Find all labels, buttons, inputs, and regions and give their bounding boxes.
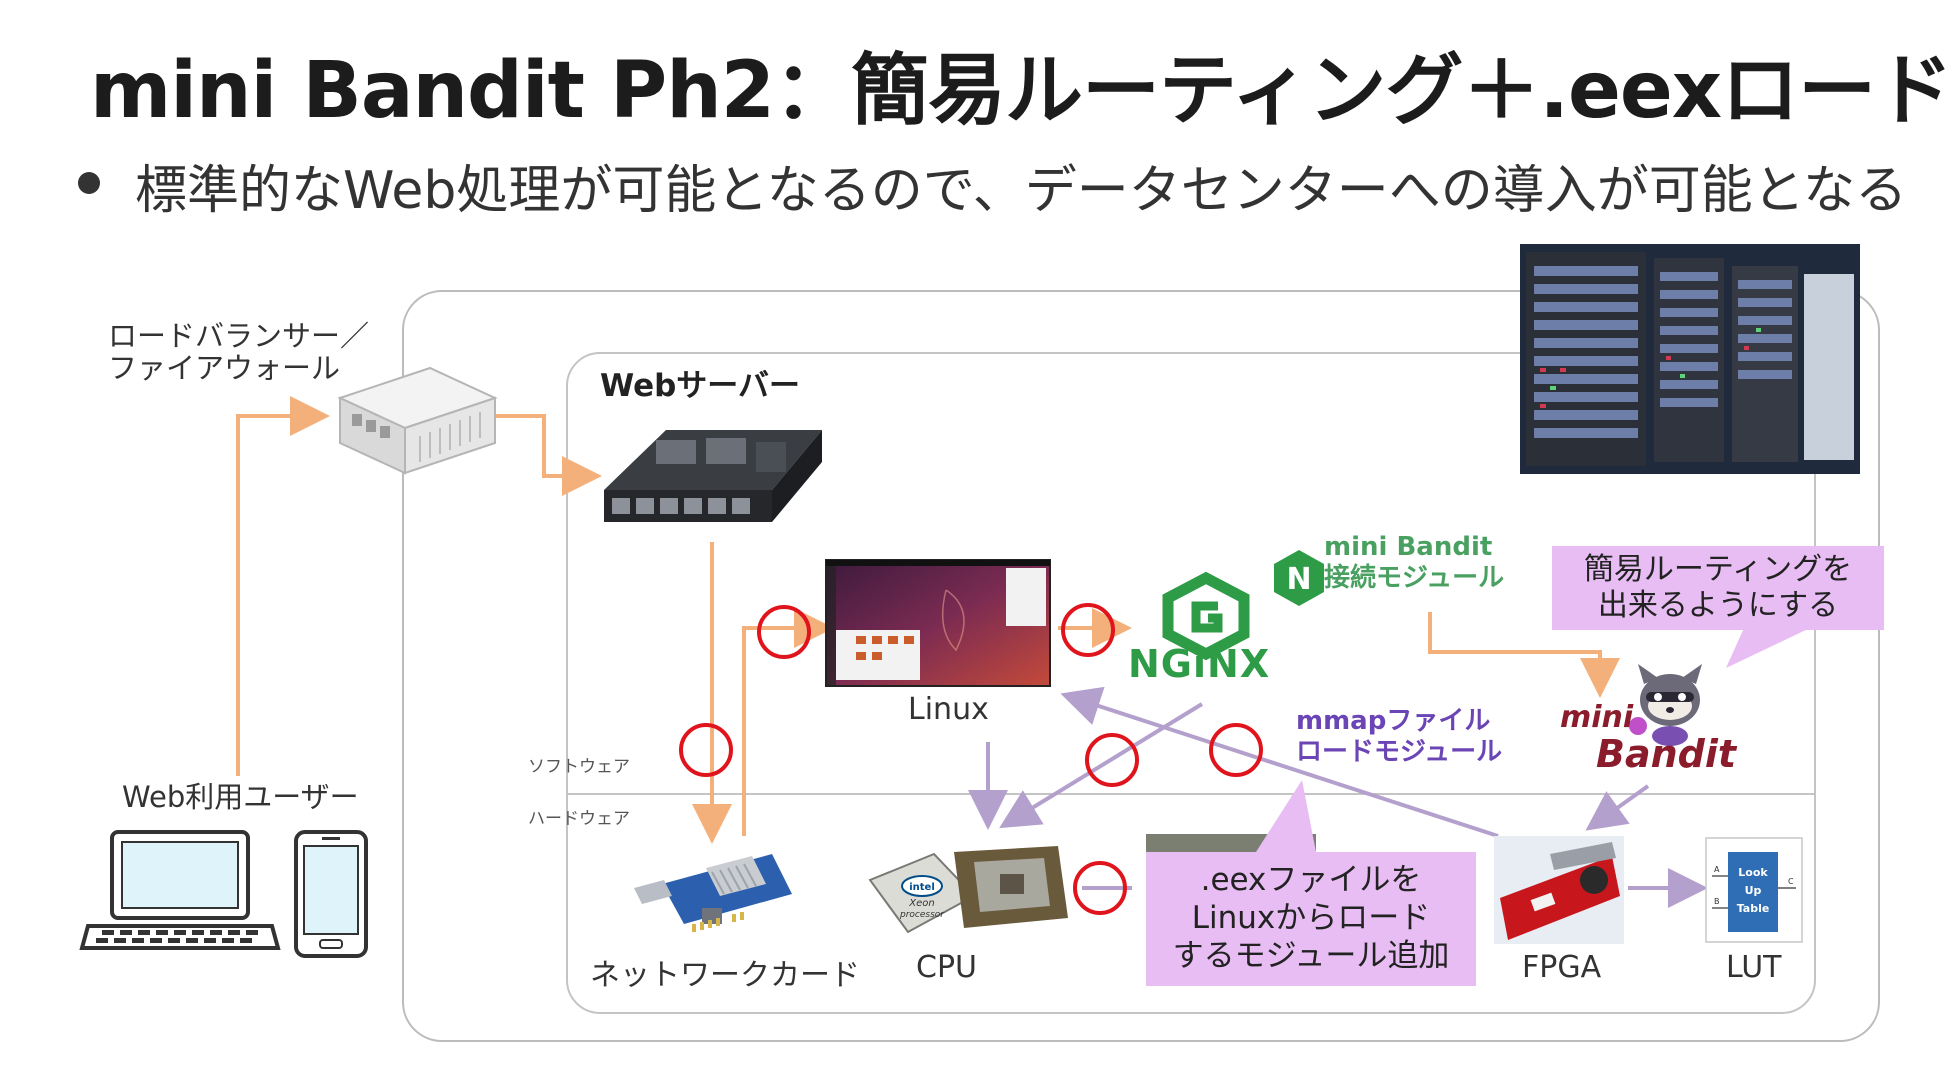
web-user-label: Web利用ユーザー [122, 780, 359, 814]
datacenter-racks-photo [1520, 244, 1860, 474]
svg-text:intel: intel [909, 882, 935, 893]
look-up-table-icon: Look Up Table A B C [1705, 837, 1803, 943]
software-hardware-divider [566, 793, 1816, 795]
svg-text:A: A [1714, 865, 1720, 874]
smartphone-icon [294, 830, 368, 958]
lut-label: LUT [1726, 950, 1782, 985]
software-label: ソフトウェア [528, 757, 630, 777]
svg-text:N: N [1286, 562, 1311, 597]
ok-circle-nic-to-linux [757, 605, 811, 659]
arrow-lb-to-server [496, 414, 602, 496]
hardware-label: ハードウェア [528, 809, 630, 829]
ok-circle-linux-nginx [1061, 603, 1115, 657]
arrow-fpga-to-linux [1060, 686, 1499, 838]
cpu-label: CPU [916, 950, 977, 985]
arrow-conn-to-minibandit [1428, 612, 1620, 698]
web-server-label: Webサーバー [600, 368, 800, 404]
arrow-nic-to-linux [742, 608, 834, 836]
intel-xeon-cpu-icon: intel Xeon processor [868, 846, 1068, 934]
svg-text:processor: processor [899, 910, 945, 920]
fpga-board-icon [1494, 836, 1624, 944]
ok-circle-fpga-linux [1209, 723, 1263, 777]
load-balancer-appliance-icon [337, 366, 498, 475]
svg-text:Table: Table [1737, 902, 1770, 915]
callout-simple-routing: 簡易ルーティングを 出来るようにする [1552, 546, 1884, 630]
mini-bandit-logo-text-bandit: Bandit [1596, 732, 1737, 776]
arrow-user-to-lb [236, 396, 330, 776]
ubuntu-desktop-screenshot [825, 559, 1051, 687]
svg-text:Look: Look [1738, 866, 1768, 879]
arrow-minibandit-to-fpga [1585, 784, 1650, 831]
nginx-logo [1162, 571, 1250, 661]
web-server-boundary [566, 352, 1816, 1014]
rack-server-icon [604, 430, 822, 522]
network-card-icon [634, 854, 792, 932]
callout-eex-load-module: .eexファイルを Linuxからロード するモジュール追加 [1146, 852, 1476, 986]
svg-text:Xeon: Xeon [908, 898, 934, 909]
laptop-icon [79, 830, 281, 950]
fpga-label: FPGA [1522, 950, 1602, 985]
mini-bandit-raccoon-logo [1629, 664, 1702, 746]
ok-circle-nginx-cpu [1085, 733, 1139, 787]
linux-label: Linux [908, 692, 989, 727]
svg-text:B: B [1714, 897, 1720, 906]
svg-text:Up: Up [1745, 884, 1762, 897]
slide-bullet: 標準的なWeb処理が可能となるので、データセンターへの導入が可能となる [135, 161, 1908, 221]
nginx-n-hexagon-icon: N [1274, 550, 1324, 606]
network-card-label: ネットワークカード [590, 958, 860, 993]
nginx-wordmark: NGiNX [1128, 642, 1271, 686]
ok-circle-nic-linux [679, 723, 733, 777]
datacenter-boundary [402, 290, 1880, 1042]
ok-circle-cpu-memory [1073, 861, 1127, 915]
mmap-load-module-label: mmapファイル ロードモジュール [1296, 706, 1503, 767]
svg-text:C: C [1788, 877, 1794, 886]
arrow-nginx-to-cpu [999, 702, 1204, 829]
mini-bandit-connection-module-label: mini Bandit 接続モジュール [1324, 532, 1505, 593]
slide-title: mini Bandit Ph2：簡易ルーティング＋.eexロード [90, 46, 1952, 136]
load-balancer-label: ロードバランサー／ ファイアウォール [108, 319, 370, 385]
bullet-dot [78, 172, 100, 194]
mini-bandit-logo-text-mini: mini [1560, 700, 1634, 735]
